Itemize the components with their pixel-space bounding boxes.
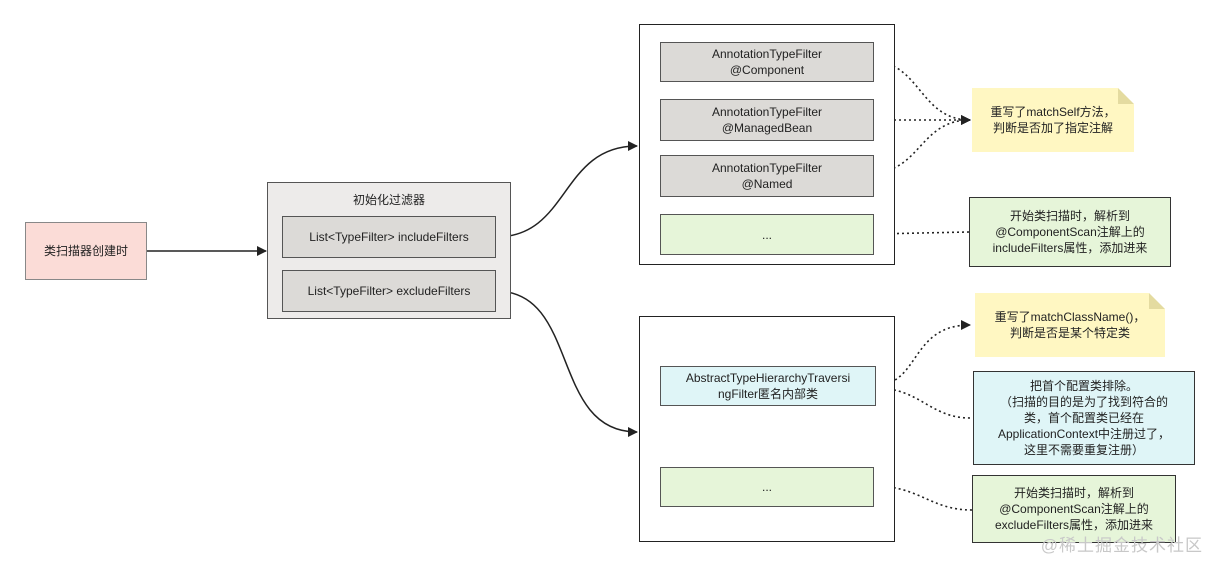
trigger-label: 类扫描器创建时 (43, 244, 128, 258)
include-filters-node: List<TypeFilter> includeFilters (282, 216, 496, 258)
note-fold-icon (1149, 293, 1165, 309)
note-fold-icon (1118, 88, 1134, 104)
include-item-line2: @Component (729, 63, 805, 77)
include-item-managedbean: AnnotationTypeFilter @ManagedBean (660, 99, 874, 141)
note-line: includeFilters属性，添加进来 (992, 241, 1148, 255)
exclude-more-label: ... (761, 480, 772, 494)
watermark: @稀土掘金技术社区 (1040, 536, 1203, 555)
init-filters-title: 初始化过滤器 (352, 193, 425, 207)
arrow-include-to-panel (495, 141, 638, 238)
arrow-exclude-to-panel (495, 290, 638, 437)
note-line: ApplicationContext中注册过了， (997, 427, 1171, 441)
exclude-filters-node: List<TypeFilter> excludeFilters (282, 270, 496, 312)
note-line: @ComponentScan注解上的 (999, 502, 1149, 516)
note-exclude-scan: 开始类扫描时，解析到 @ComponentScan注解上的 excludeFil… (972, 475, 1176, 543)
note-line: 开始类扫描时，解析到 (1013, 486, 1134, 500)
include-item-more: ... (660, 214, 874, 255)
include-item-line2: @ManagedBean (721, 121, 813, 135)
note-line: 把首个配置类排除。 (1029, 379, 1138, 393)
note-line: （扫描的目的是为了找到符合的 (999, 395, 1168, 409)
note-line: 判断是否是某个特定类 (1009, 326, 1130, 340)
include-more-label: ... (761, 227, 772, 242)
exclude-item-line1: AbstractTypeHierarchyTraversi (685, 371, 851, 385)
exclude-filters-label: List<TypeFilter> excludeFilters (307, 284, 471, 298)
include-item-line1: AnnotationTypeFilter (711, 47, 823, 61)
note-line: 开始类扫描时，解析到 (1009, 209, 1130, 223)
note-line: 重写了matchClassName()， (994, 310, 1146, 324)
exclude-item-anonymous: AbstractTypeHierarchyTraversi ngFilter匿名… (660, 366, 876, 406)
include-filters-label: List<TypeFilter> includeFilters (309, 230, 469, 244)
note-line: @ComponentScan注解上的 (995, 225, 1145, 239)
note-line: 重写了matchSelf方法， (990, 105, 1116, 119)
note-line: 判断是否加了指定注解 (992, 121, 1113, 135)
dotted-named-to-note (873, 115, 971, 173)
note-include-scan: 开始类扫描时，解析到 @ComponentScan注解上的 includeFil… (969, 197, 1171, 267)
include-item-line1: AnnotationTypeFilter (711, 105, 823, 119)
note-exclude-config: 把首个配置类排除。 （扫描的目的是为了找到符合的 类，首个配置类已经在 Appl… (973, 371, 1195, 465)
dotted-component-to-note (873, 61, 971, 125)
include-item-line1: AnnotationTypeFilter (711, 161, 823, 175)
note-match-class-name: 重写了matchClassName()， 判断是否是某个特定类 (975, 293, 1165, 357)
dotted-config-note-to-exclude-item (875, 383, 971, 419)
include-item-line2: @Named (741, 177, 793, 191)
trigger-node: 类扫描器创建时 (25, 222, 147, 280)
note-line: 类，首个配置类已经在 (1023, 411, 1144, 425)
exclude-panel (639, 316, 895, 542)
dotted-includescan-to-more (873, 228, 970, 239)
note-line: excludeFilters属性，添加进来 (994, 518, 1154, 532)
exclude-item-more: ... (660, 467, 874, 507)
exclude-item-line2: ngFilter匿名内部类 (717, 387, 818, 401)
include-item-named: AnnotationTypeFilter @Named (660, 155, 874, 197)
include-item-component: AnnotationTypeFilter @Component (660, 42, 874, 82)
note-line: 这里不需要重复注册） (1023, 443, 1144, 457)
note-match-self: 重写了matchSelf方法， 判断是否加了指定注解 (972, 88, 1134, 152)
